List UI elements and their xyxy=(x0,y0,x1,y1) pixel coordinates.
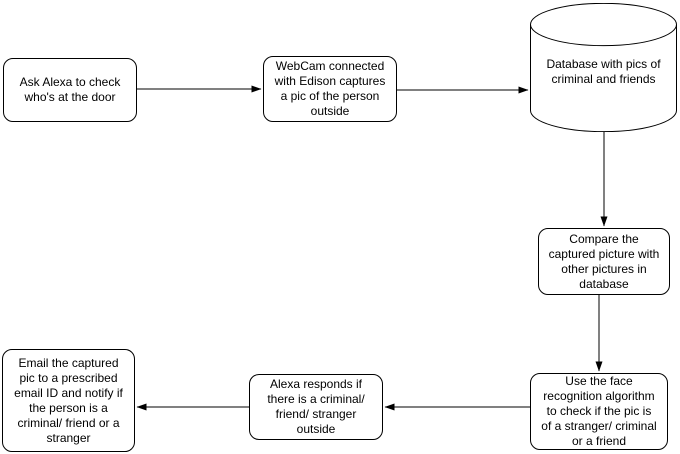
node-webcam-capture: WebCam connected with Edison captures a … xyxy=(263,56,397,122)
node-face-recognition: Use the face recognition algorithm to ch… xyxy=(530,373,668,450)
node-webcam-capture-label: WebCam connected with Edison captures a … xyxy=(274,59,386,118)
node-compare-pictures: Compare the captured picture with other … xyxy=(538,228,670,295)
node-face-recognition-label: Use the face recognition algorithm to ch… xyxy=(541,374,657,448)
node-compare-pictures-label: Compare the captured picture with other … xyxy=(548,231,660,291)
node-database-cylinder: Database with pics of criminal and frien… xyxy=(530,3,677,132)
node-ask-alexa-label: Ask Alexa to check who's at the door xyxy=(19,75,121,104)
node-email-notify: Email the captured pic to a prescribed e… xyxy=(2,349,135,452)
node-alexa-responds-label: Alexa responds if there is a criminal/ f… xyxy=(267,377,365,436)
node-database-label: Database with pics of criminal and frien… xyxy=(546,56,661,86)
node-ask-alexa: Ask Alexa to check who's at the door xyxy=(3,58,137,122)
node-email-notify-label: Email the captured pic to a prescribed e… xyxy=(14,355,123,445)
cylinder-shape xyxy=(530,3,677,132)
node-alexa-responds: Alexa responds if there is a criminal/ f… xyxy=(249,374,383,440)
